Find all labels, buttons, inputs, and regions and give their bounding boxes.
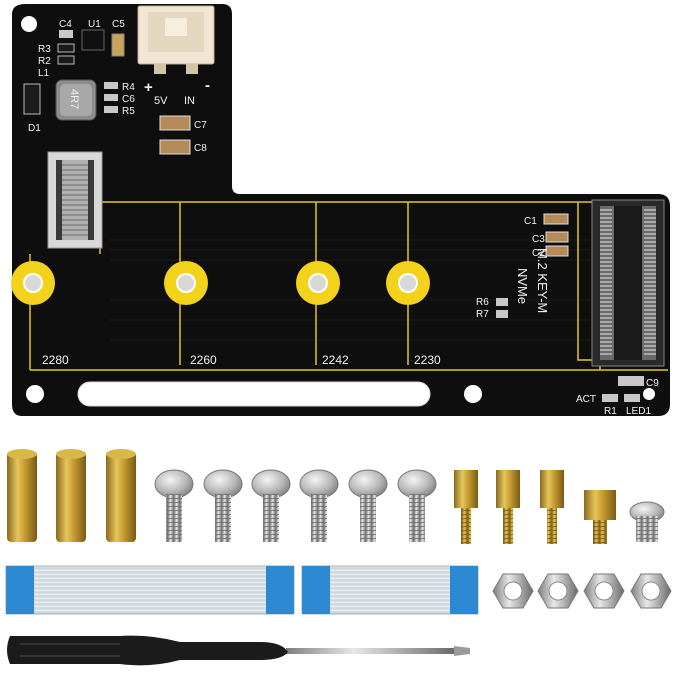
- power-minus-label: -: [205, 77, 210, 94]
- label-c3: C3: [532, 234, 545, 245]
- brass-standoff: [7, 449, 37, 542]
- brass-hex-standoff: [540, 470, 564, 544]
- label-r6: R6: [476, 297, 489, 308]
- hex-nut: [630, 573, 672, 609]
- machine-screw: [251, 469, 291, 542]
- label-r7: R7: [476, 309, 489, 320]
- machine-screws: [154, 469, 437, 542]
- machine-screw: [397, 469, 437, 542]
- brass-hex-standoff: [454, 470, 478, 544]
- small-screw: [629, 501, 665, 542]
- label-c4: C4: [59, 19, 72, 30]
- length-2230: 2230: [414, 353, 441, 367]
- label-d1: D1: [28, 123, 41, 134]
- hex-nut: [583, 573, 625, 609]
- brass-standoff: [56, 449, 86, 542]
- label-c2: C2: [532, 248, 545, 259]
- silkscreen-labels: C4 U1 C5 R3 R2 L1 R4 C6 R5 D1 C7 C8 C1 C…: [28, 19, 659, 417]
- corner-holes: [21, 16, 655, 403]
- label-c1: C1: [524, 216, 537, 227]
- screwdriver: [7, 635, 470, 666]
- label-c6: C6: [122, 94, 135, 105]
- label-led1: LED1: [626, 406, 651, 417]
- hex-nut: [492, 573, 534, 609]
- length-2260: 2260: [190, 353, 217, 367]
- m2-slot: [591, 199, 665, 367]
- hex-nut: [537, 573, 579, 609]
- smd-components: [23, 29, 644, 402]
- power-plus-label: +: [144, 79, 153, 96]
- label-c7: C7: [194, 120, 207, 131]
- slot-title-label: M.2 KEY-M: [535, 248, 550, 313]
- machine-screw: [203, 469, 243, 542]
- pcb-board: + - 5V IN 4R7: [11, 4, 670, 417]
- machine-screw: [348, 469, 388, 542]
- ribbon-cable: [5, 565, 295, 615]
- machine-screw: [299, 469, 339, 542]
- label-r2: R2: [38, 56, 51, 67]
- hex-nuts: [492, 573, 672, 609]
- power-5v-label: 5V: [154, 95, 168, 107]
- label-r1: R1: [604, 406, 617, 417]
- ribbon-cables: [5, 565, 479, 615]
- slot-subtitle-label: NVMe: [515, 268, 530, 304]
- label-c9: C9: [646, 378, 659, 389]
- brass-standoff: [106, 449, 136, 542]
- brass-hex-standoff: [496, 470, 520, 544]
- label-l1: L1: [38, 68, 50, 79]
- brass-hex-standoff: [584, 490, 616, 544]
- label-c8: C8: [194, 143, 207, 154]
- power-in-label: IN: [184, 95, 195, 107]
- mounting-pads: [11, 261, 430, 305]
- label-r4: R4: [122, 82, 135, 93]
- label-u1: U1: [88, 19, 101, 30]
- machine-screw: [154, 469, 194, 542]
- svg-text:4R7: 4R7: [68, 89, 80, 109]
- label-r3: R3: [38, 44, 51, 55]
- power-connector: [137, 5, 215, 74]
- length-2280: 2280: [42, 353, 69, 367]
- label-c5: C5: [112, 19, 125, 30]
- label-act: ACT: [576, 394, 596, 405]
- length-2242: 2242: [322, 353, 349, 367]
- board-slot: [78, 382, 430, 406]
- brass-standoffs-short: [454, 470, 616, 544]
- fpc-connector: [47, 151, 103, 249]
- ribbon-cable: [301, 565, 479, 615]
- label-r5: R5: [122, 106, 135, 117]
- pcb-traces: [110, 239, 590, 341]
- inductor-l1: 4R7: [55, 79, 97, 121]
- brass-standoffs-long: [7, 449, 136, 542]
